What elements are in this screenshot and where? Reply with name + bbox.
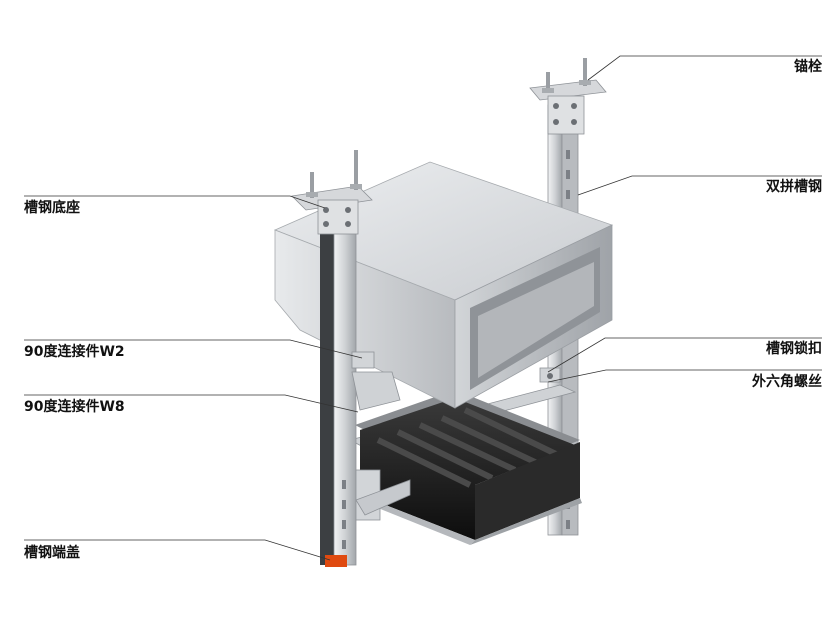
label-channel-base: 槽钢底座 bbox=[24, 200, 80, 216]
label-hex-bolt: 外六角螺丝 bbox=[752, 374, 822, 390]
label-connector-w8: 90度连接件W8 bbox=[24, 399, 125, 415]
leader-lines bbox=[24, 55, 822, 561]
label-channel-end-cap: 槽钢端盖 bbox=[24, 545, 80, 561]
double-channel-front bbox=[291, 150, 561, 567]
label-double-channel: 双拼槽钢 bbox=[766, 179, 822, 195]
label-channel-clip: 槽钢锁扣 bbox=[766, 341, 822, 357]
cable-tray bbox=[355, 390, 582, 545]
label-anchor-bolt: 锚栓 bbox=[794, 59, 822, 75]
channel-end-cap-shape bbox=[325, 555, 347, 567]
label-connector-w2: 90度连接件W2 bbox=[24, 344, 125, 360]
